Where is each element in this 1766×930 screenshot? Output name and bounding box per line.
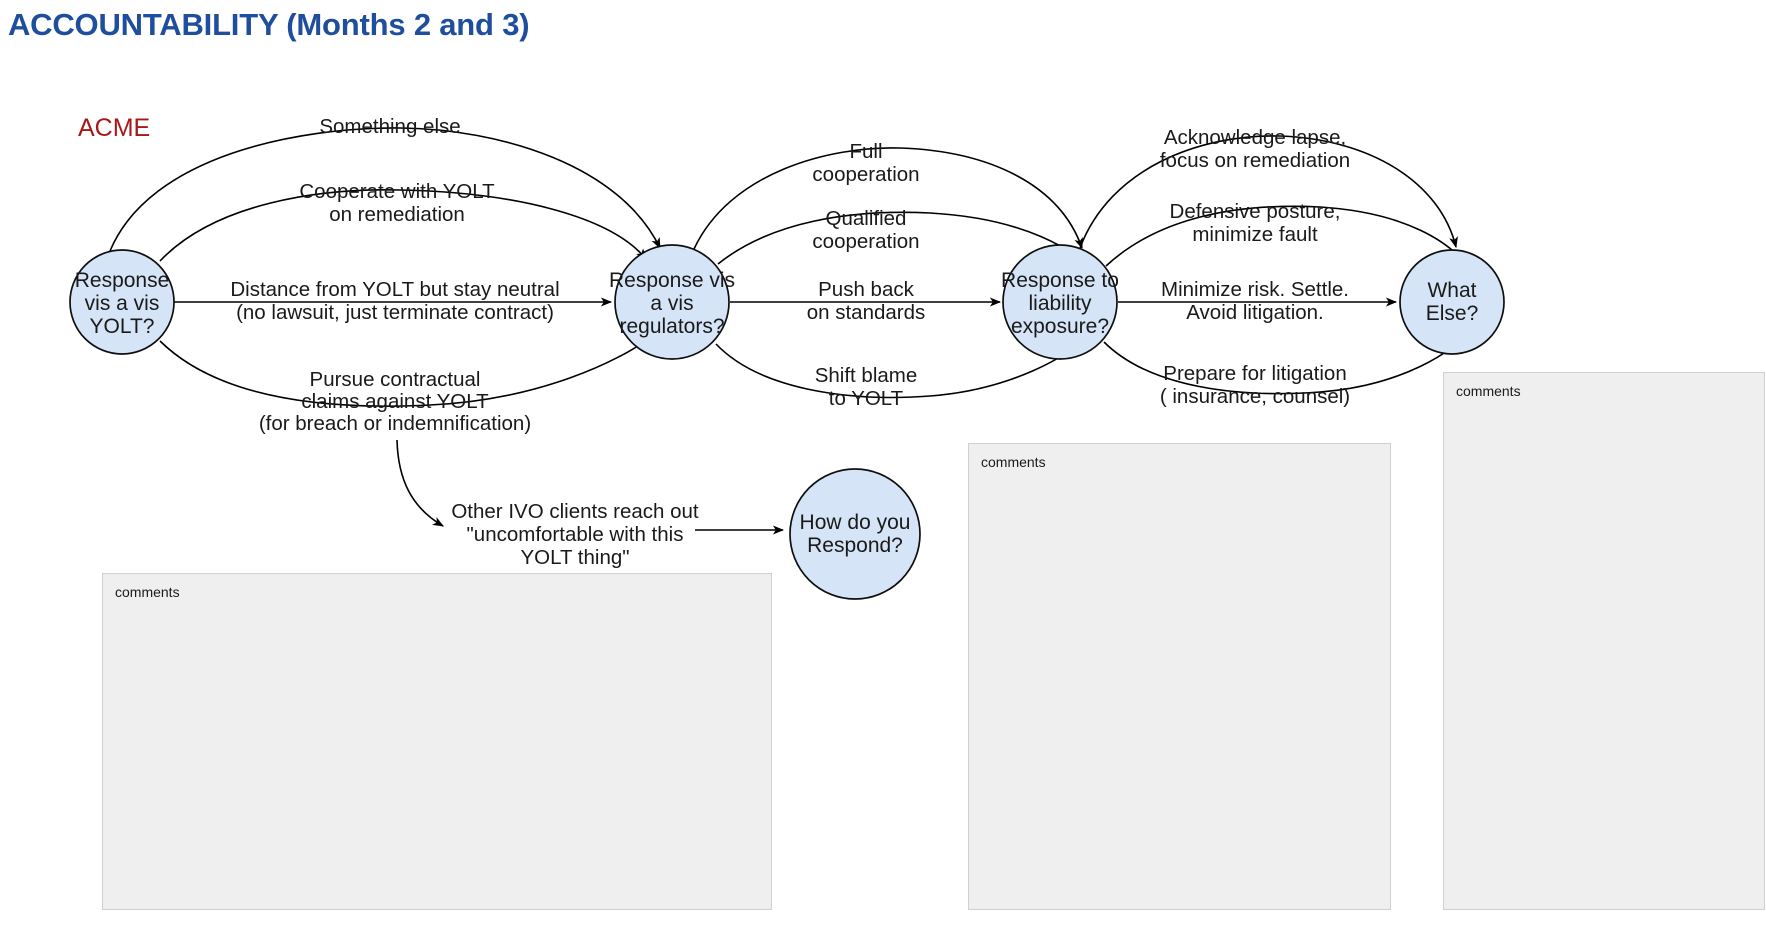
edge-branch-down — [396, 439, 444, 527]
svg-text:How do you: How do you — [800, 511, 911, 534]
svg-text:liability: liability — [1028, 292, 1092, 315]
edge-label-full-cooperation: Full cooperation — [812, 140, 919, 186]
svg-text:to YOLT: to YOLT — [829, 387, 904, 410]
svg-text:Response vis: Response vis — [609, 269, 735, 292]
svg-text:"uncomfortable with this: "uncomfortable with this — [467, 523, 684, 546]
page-title: ACCOUNTABILITY (Months 2 and 3) — [8, 7, 530, 42]
svg-text:Qualified: Qualified — [826, 207, 907, 230]
node-how-do-you-respond[interactable]: How do you Respond? — [789, 468, 921, 600]
svg-text:Push back: Push back — [818, 278, 914, 301]
svg-text:a vis: a vis — [650, 292, 693, 315]
comment-box-right[interactable]: comments — [1443, 372, 1765, 910]
edge-something-else — [109, 127, 661, 252]
svg-text:exposure?: exposure? — [1011, 315, 1109, 338]
svg-text:What: What — [1427, 279, 1476, 302]
svg-text:Full: Full — [849, 140, 882, 163]
edge-label-distance-neutral: Distance from YOLT but stay neutral (no … — [230, 278, 559, 324]
svg-text:Defensive posture,: Defensive posture, — [1170, 200, 1341, 223]
svg-text:focus on remediation: focus on remediation — [1160, 149, 1350, 172]
edge-label-shift-blame: Shift blame to YOLT — [815, 364, 918, 410]
svg-text:Pursue contractual: Pursue contractual — [310, 368, 481, 391]
edge-label-acknowledge-lapse: Acknowledge lapse, focus on remediation — [1160, 126, 1350, 172]
svg-text:claims against YOLT: claims against YOLT — [301, 390, 489, 413]
svg-text:(no lawsuit, just terminate co: (no lawsuit, just terminate contract) — [236, 301, 554, 324]
edge-defensive-posture — [1105, 205, 1475, 278]
svg-text:cooperation: cooperation — [812, 163, 919, 186]
org-label: ACME — [78, 114, 151, 142]
node-circle[interactable] — [1399, 249, 1505, 355]
svg-text:regulators?: regulators? — [619, 315, 724, 338]
svg-text:Minimize risk. Settle.: Minimize risk. Settle. — [1161, 278, 1349, 301]
edge-label-cooperate-remediation: Cooperate with YOLT on remediation — [299, 180, 495, 226]
svg-text:Prepare for litigation: Prepare for litigation — [1163, 362, 1346, 385]
svg-text:Shift blame: Shift blame — [815, 364, 918, 387]
svg-text:on standards: on standards — [807, 301, 926, 324]
svg-text:on remediation: on remediation — [329, 203, 465, 226]
comment-box-left[interactable]: comments — [102, 573, 772, 910]
edge-full-cooperation — [693, 147, 1083, 250]
edge-label-qualified-cooperation: Qualified cooperation — [812, 207, 919, 253]
svg-text:Else?: Else? — [1426, 302, 1479, 325]
node-circle[interactable] — [1002, 244, 1118, 360]
edge-group-branch-to-respond — [396, 439, 785, 535]
svg-text:Something else: Something else — [319, 115, 460, 138]
edge-label-minimize-risk: Minimize risk. Settle. Avoid litigation. — [1161, 278, 1349, 324]
edge-labels: Something else Cooperate with YOLT on re… — [230, 115, 1350, 569]
node-circle[interactable] — [69, 249, 175, 355]
svg-text:YOLT?: YOLT? — [90, 315, 155, 338]
svg-text:minimize fault: minimize fault — [1192, 223, 1318, 246]
edge-label-push-back-standards: Push back on standards — [807, 278, 926, 324]
edge-label-pursue-contractual: Pursue contractual claims against YOLT (… — [259, 368, 531, 435]
edge-pursue-contractual — [159, 338, 649, 407]
node-circle[interactable] — [614, 244, 730, 360]
edge-group-yolt-to-regulators — [109, 127, 661, 407]
svg-text:(for breach or indemnification: (for breach or indemnification) — [259, 412, 531, 435]
svg-text:Distance from YOLT but stay ne: Distance from YOLT but stay neutral — [230, 278, 559, 301]
node-what-else[interactable]: What Else? — [1399, 249, 1505, 355]
node-response-vis-a-vis-regulators[interactable]: Response vis a vis regulators? — [609, 244, 735, 360]
node-response-vis-a-vis-yolt[interactable]: Response vis a vis YOLT? — [69, 249, 175, 355]
edge-label-other-ivo-clients: Other IVO clients reach out "uncomfortab… — [451, 500, 699, 569]
node-response-to-liability-exposure[interactable]: Response to liability exposure? — [1001, 244, 1119, 360]
svg-text:Respond?: Respond? — [807, 534, 903, 557]
svg-text:Avoid litigation.: Avoid litigation. — [1186, 301, 1324, 324]
edge-label-prepare-litigation: Prepare for litigation ( insurance, coun… — [1160, 362, 1350, 408]
svg-text:Response to: Response to — [1001, 269, 1119, 292]
svg-text:YOLT thing": YOLT thing" — [520, 546, 629, 569]
svg-text:cooperation: cooperation — [812, 230, 919, 253]
comment-box-label: comments — [115, 584, 180, 600]
comment-box-label: comments — [1456, 383, 1521, 399]
svg-text:( insurance, counsel): ( insurance, counsel) — [1160, 385, 1350, 408]
edge-cooperate-remediation — [159, 189, 647, 262]
edge-label-defensive-posture: Defensive posture, minimize fault — [1170, 200, 1341, 246]
svg-text:vis a vis: vis a vis — [85, 292, 160, 315]
edge-acknowledge-lapse — [1079, 135, 1458, 249]
node-circle[interactable] — [789, 468, 921, 600]
comment-box-label: comments — [981, 454, 1046, 470]
svg-text:Response: Response — [75, 269, 170, 292]
svg-text:Acknowledge lapse,: Acknowledge lapse, — [1164, 126, 1346, 149]
comment-box-center[interactable]: comments — [968, 443, 1391, 910]
edge-label-something-else: Something else — [319, 115, 460, 138]
svg-text:Cooperate with YOLT: Cooperate with YOLT — [299, 180, 495, 203]
svg-text:Other IVO clients reach out: Other IVO clients reach out — [451, 500, 699, 523]
